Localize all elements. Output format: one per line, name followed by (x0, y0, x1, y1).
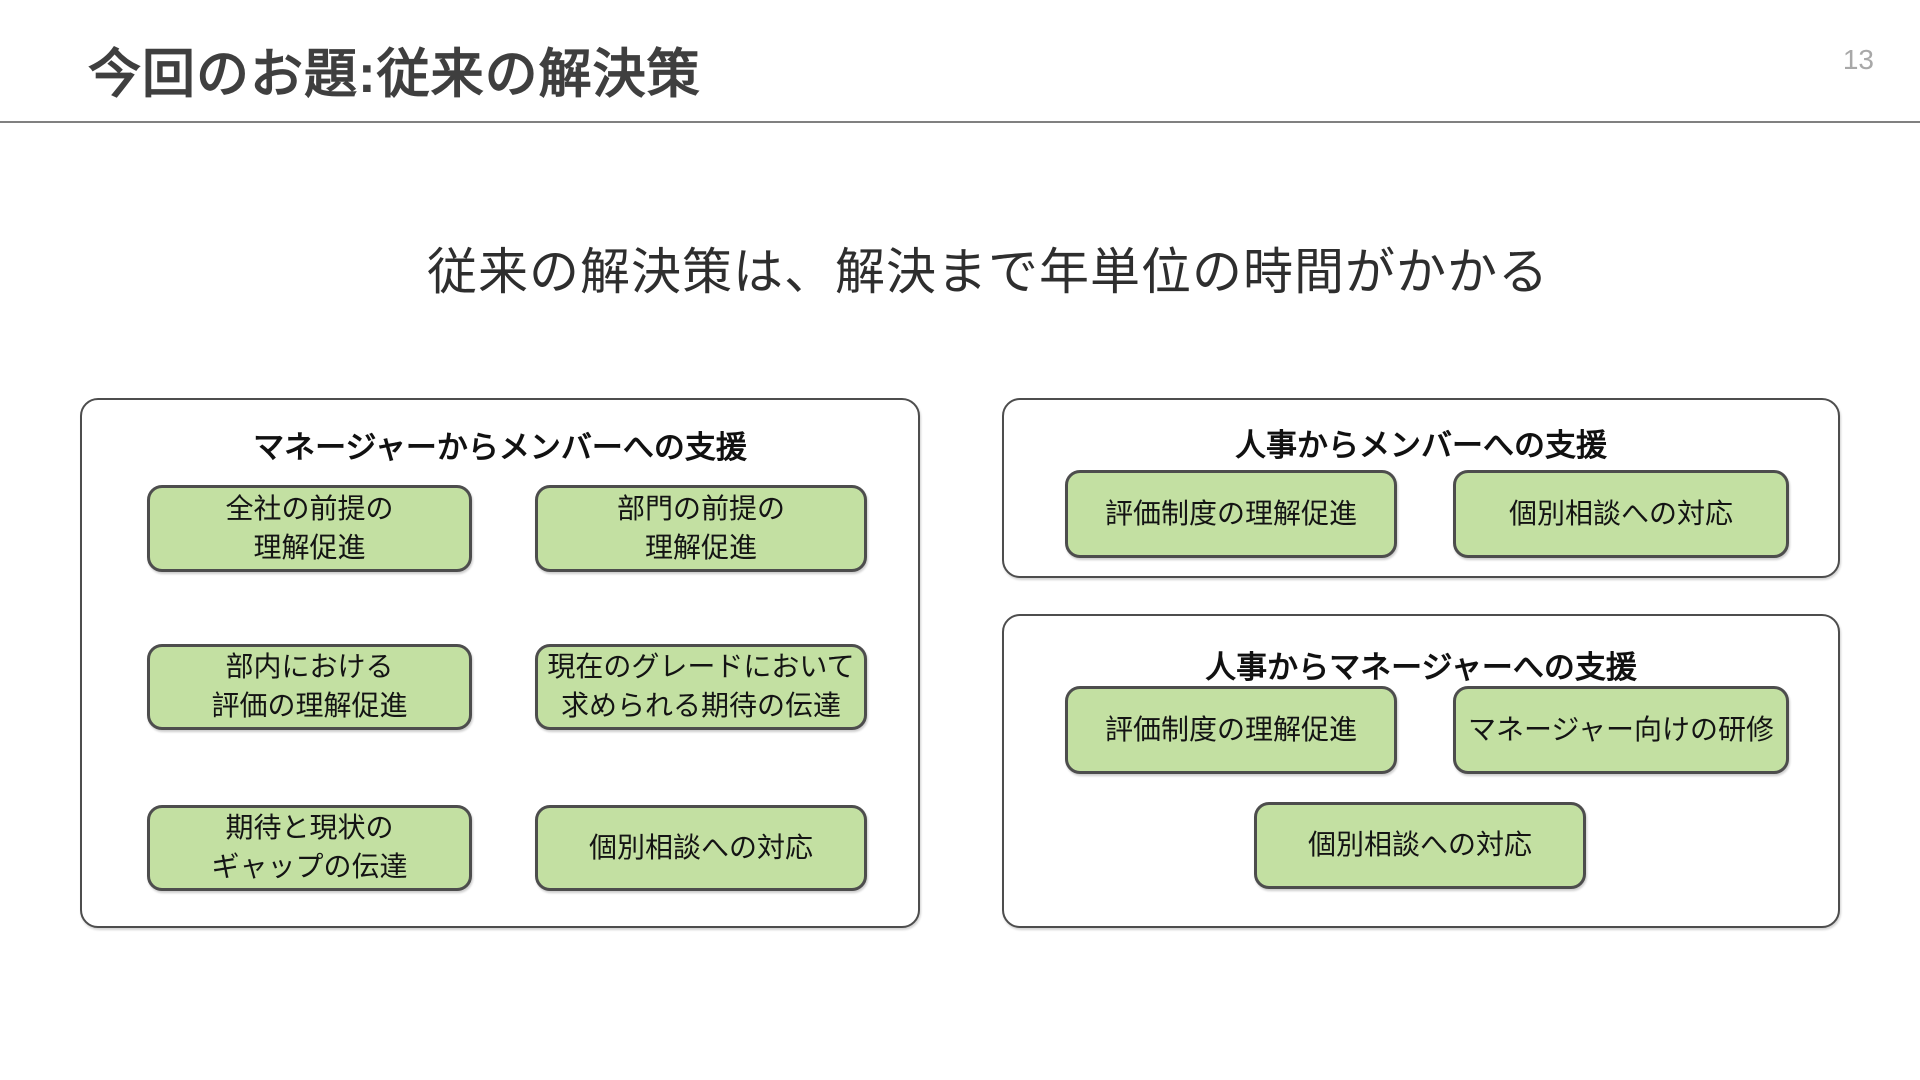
slide-title: 今回のお題:従来の解決策 (88, 45, 701, 104)
box-evaluation-system-understanding: 評価制度の理解促進 (1065, 470, 1397, 558)
box-division-premise-understanding: 部門の前提の 理解促進 (535, 485, 867, 572)
panel-manager-to-member: マネージャーからメンバーへの支援 全社の前提の 理解促進 部門の前提の 理解促進… (80, 398, 920, 928)
box-text-line: マネージャー向けの研修 (1467, 713, 1775, 745)
box-individual-consultation: 個別相談への対応 (1453, 470, 1789, 558)
panel-hr-to-manager: 人事からマネージャーへの支援 評価制度の理解促進 マネージャー向けの研修 個別相… (1002, 614, 1840, 928)
box-text-line: 評価制度の理解促進 (1104, 497, 1357, 529)
box-evaluation-system-understanding: 評価制度の理解促進 (1065, 686, 1397, 774)
panel-hr-to-member: 人事からメンバーへの支援 評価制度の理解促進 個別相談への対応 (1002, 398, 1840, 578)
box-company-premise-understanding: 全社の前提の 理解促進 (147, 485, 472, 572)
box-text-line: 理解促進 (253, 531, 366, 563)
box-text-line: 個別相談への対応 (588, 831, 813, 863)
box-text-line: ギャップの伝達 (211, 851, 408, 882)
box-text-line: 理解促進 (644, 531, 757, 563)
slide-subtitle: 従来の解決策は、解決まで年単位の時間がかかる (427, 244, 1549, 300)
box-manager-training: マネージャー向けの研修 (1453, 686, 1789, 774)
box-text-line: 現在のグレードにおいて (547, 651, 855, 683)
box-text-line: 求められる期待の伝達 (560, 690, 841, 721)
box-grade-expectation-communication: 現在のグレードにおいて 求められる期待の伝達 (535, 644, 867, 730)
box-individual-consultation: 個別相談への対応 (535, 805, 867, 891)
panel-manager-to-member-title: マネージャーからメンバーへの支援 (253, 430, 747, 465)
box-text-line: 個別相談への対応 (1508, 497, 1733, 529)
box-internal-evaluation-understanding: 部内における 評価の理解促進 (147, 644, 472, 730)
box-text-line: 期待と現状の (225, 812, 394, 844)
box-individual-consultation: 個別相談への対応 (1254, 802, 1586, 889)
box-text-line: 個別相談への対応 (1307, 829, 1532, 861)
page-number: 13 (1842, 44, 1874, 75)
box-text-line: 評価の理解促進 (211, 690, 408, 721)
panel-hr-to-member-title: 人事からメンバーへの支援 (1235, 428, 1607, 463)
slide-header: 今回のお題:従来の解決策 13 (0, 0, 1920, 123)
box-text-line: 評価制度の理解促進 (1104, 713, 1357, 745)
box-expectation-gap-communication: 期待と現状の ギャップの伝達 (147, 805, 472, 891)
panel-hr-to-manager-title: 人事からマネージャーへの支援 (1205, 650, 1637, 685)
box-text-line: 部門の前提の (616, 492, 785, 524)
box-text-line: 全社の前提の (225, 492, 394, 524)
box-text-line: 部内における (225, 651, 394, 683)
